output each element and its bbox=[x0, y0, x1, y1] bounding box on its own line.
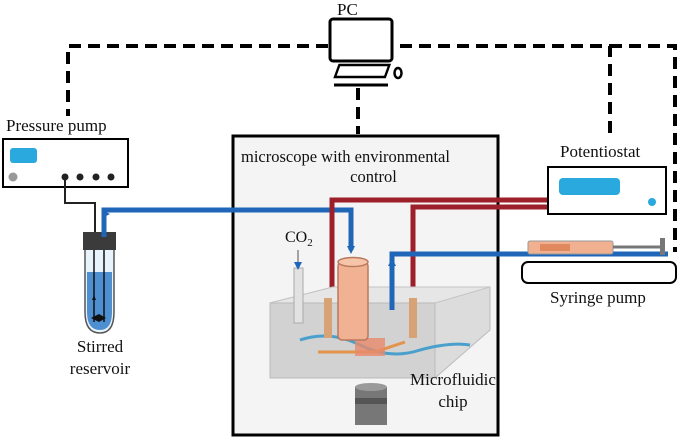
electrode-cylinder bbox=[337, 256, 369, 341]
chip-label-line2: chip bbox=[438, 392, 468, 411]
potentiostat-device bbox=[547, 166, 667, 215]
co2-probe bbox=[293, 267, 304, 324]
reservoir-label: Stirred reservoir bbox=[60, 336, 140, 380]
pressure-pump-label: Pressure pump bbox=[6, 116, 107, 135]
pressure-line bbox=[64, 177, 96, 233]
microscope-label-line2: control bbox=[350, 167, 397, 186]
control-lines bbox=[66, 44, 677, 252]
electrode-wires bbox=[329, 197, 548, 300]
pc-label: PC bbox=[337, 0, 358, 19]
microscope-label: microscope with environmental control bbox=[241, 147, 506, 187]
stirred-reservoir bbox=[83, 232, 116, 334]
mouse-icon bbox=[393, 66, 403, 80]
inlet-tube bbox=[101, 207, 355, 254]
microscope-label-line1: microscope with environmental bbox=[241, 147, 450, 166]
computer-icon bbox=[328, 17, 394, 87]
co2-label: CO2 bbox=[285, 229, 313, 249]
chip-label: Microfluidic chip bbox=[398, 369, 508, 413]
objective-lens-icon bbox=[355, 383, 387, 425]
co2-label-main: CO bbox=[285, 229, 308, 246]
chip-label-line1: Microfluidic bbox=[410, 370, 496, 389]
reservoir-label-line1: Stirred bbox=[76, 337, 124, 356]
syringe-pump-label: Syringe pump bbox=[550, 288, 646, 307]
co2-label-sub: 2 bbox=[307, 237, 313, 250]
potentiostat-label: Potentiostat bbox=[560, 142, 641, 161]
reservoir-label-line2: reservoir bbox=[69, 359, 131, 378]
syringe-pump-device bbox=[521, 238, 677, 284]
